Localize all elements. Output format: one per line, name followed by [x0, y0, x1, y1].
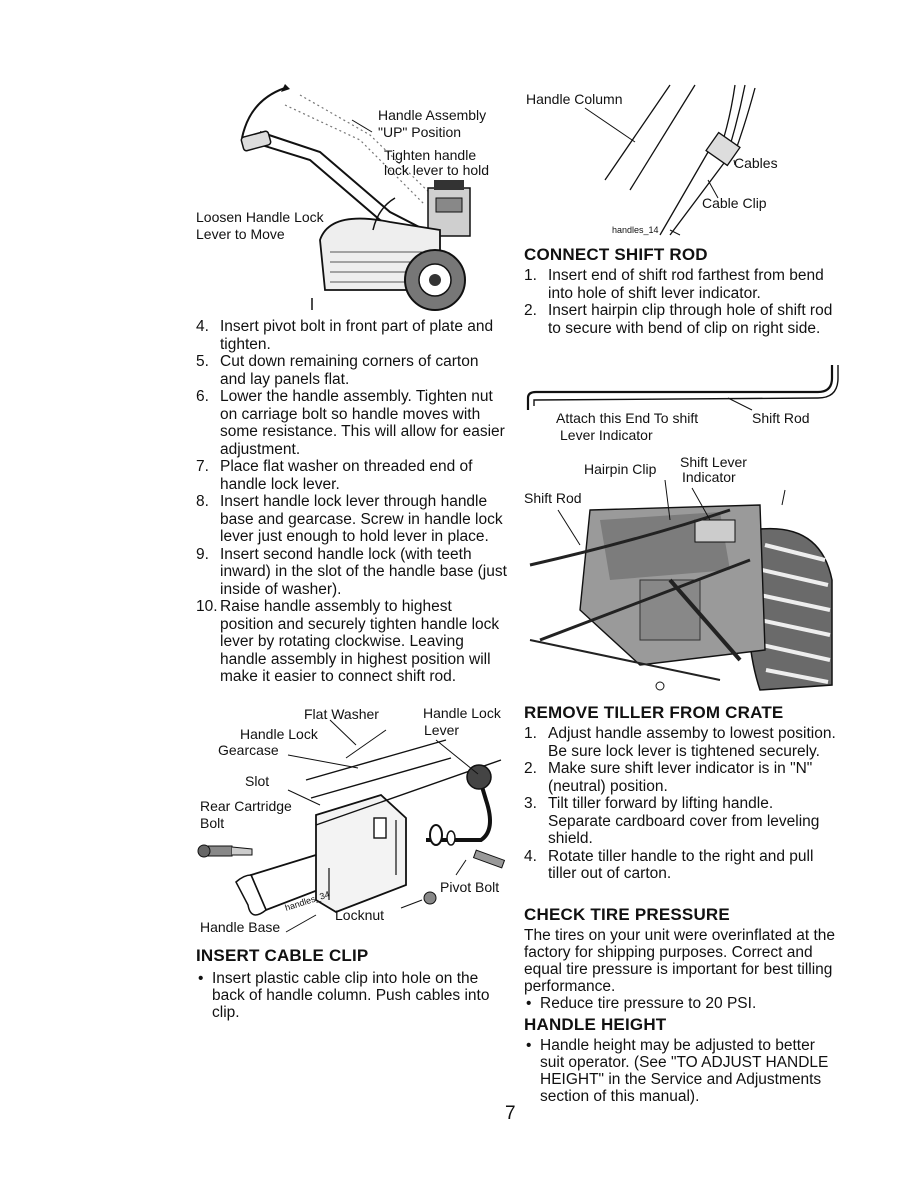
list-item: Reduce tire pressure to 20 PSI.: [524, 995, 836, 1012]
label-loosen-2: Lever to Move: [196, 226, 285, 242]
label-shift-rod-top: Shift Rod: [752, 410, 810, 426]
step-number: 10.: [196, 598, 218, 615]
label-hairpin-clip: Hairpin Clip: [584, 461, 657, 477]
step-text: Insert second handle lock (with teeth in…: [220, 545, 507, 598]
list-item: 7. Place flat washer on threaded end of h…: [196, 458, 508, 493]
list-item: 5. Cut down remaining corners of carton a…: [196, 353, 508, 388]
step-number: 6.: [196, 388, 209, 405]
step-number: 1.: [524, 725, 537, 742]
steps-list: 1. Insert end of shift rod farthest from …: [524, 267, 836, 337]
insert-cable-clip-section: INSERT CABLE CLIP Insert plastic cable c…: [196, 946, 508, 1021]
list-item: Insert plastic cable clip into hole on t…: [196, 970, 508, 1021]
label-cable-clip: Cable Clip: [702, 195, 767, 211]
label-rear-cartridge: Rear Cartridge: [200, 798, 292, 814]
step-text: Adjust handle assemby to lowest position…: [548, 725, 836, 760]
list-item: 9. Insert second handle lock (with teeth …: [196, 546, 508, 599]
shift-lever-photo: [529, 479, 833, 691]
tiller-handle-illustration: [240, 84, 471, 311]
step-text: Rotate tiller handle to the right and pu…: [548, 847, 814, 883]
label-bolt: Bolt: [200, 815, 225, 831]
list-item: 10.Raise handle assembly to highest posi…: [196, 598, 508, 686]
bullet-list: Reduce tire pressure to 20 PSI.: [524, 995, 836, 1012]
figure-id-handles-14: handles_14: [612, 225, 659, 235]
shift-rod-figure: Attach this End To shift Lever Indicator…: [520, 360, 842, 445]
check-tire-pressure-section: CHECK TIRE PRESSURE The tires on your un…: [524, 905, 836, 1012]
step-number: 4.: [196, 318, 209, 335]
list-item: 3. Tilt tiller forward by lifting handle.…: [524, 795, 836, 848]
section-heading: CHECK TIRE PRESSURE: [524, 905, 730, 924]
label-handle-lock: Handle Lock: [240, 726, 318, 742]
bullet-list: Handle height may be adjusted to better …: [524, 1037, 836, 1105]
label-flat-washer: Flat Washer: [304, 706, 379, 722]
step-text: Insert handle lock lever through handle …: [220, 493, 503, 545]
page-number: 7: [505, 1103, 516, 1124]
handle-column-illustration: [584, 84, 756, 236]
step-number: 2.: [524, 302, 537, 319]
label-slot: Slot: [245, 773, 270, 789]
step-text: Make sure shift lever indicator is in "N…: [548, 760, 813, 795]
handle-parts-illustration: [197, 719, 506, 933]
label-loosen-1: Loosen Handle Lock: [196, 209, 324, 225]
label-handle-lock-lever-2: Lever: [424, 722, 460, 738]
label-shift-lever-2: Indicator: [682, 469, 736, 485]
label-gearcase: Gearcase: [218, 742, 279, 758]
section-heading: REMOVE TILLER FROM CRATE: [524, 703, 784, 722]
list-item: 2. Make sure shift lever indicator is in …: [524, 760, 836, 795]
label-handle-lock-lever-1: Handle Lock: [423, 705, 501, 721]
remove-tiller-section: REMOVE TILLER FROM CRATE 1. Adjust handle…: [524, 703, 836, 883]
step-number: 4.: [524, 847, 537, 865]
list-item: 4. Rotate tiller handle to the right and …: [524, 848, 836, 883]
step-text: Insert hairpin clip through hole of shif…: [548, 302, 833, 337]
step-number: 5.: [196, 353, 209, 370]
handle-column-figure: Handle Column Cables Cable Clip handles_…: [520, 80, 810, 240]
section-heading: HANDLE HEIGHT: [524, 1015, 667, 1034]
list-item: 1. Insert end of shift rod farthest from …: [524, 267, 836, 302]
handle-height-section: HANDLE HEIGHT Handle height may be adjus…: [524, 1015, 836, 1105]
label-handle-base: Handle Base: [200, 919, 281, 935]
steps-list: 1. Adjust handle assemby to lowest positi…: [524, 725, 836, 883]
step-number: 7.: [196, 458, 209, 475]
step-number: 9.: [196, 545, 209, 563]
list-item: 4. Insert pivot bolt in front part of pla…: [196, 318, 508, 353]
list-item: 2. Insert hairpin clip through hole of sh…: [524, 302, 836, 337]
bullet-list: Insert plastic cable clip into hole on t…: [196, 970, 508, 1021]
section-heading: CONNECT SHIFT ROD: [524, 245, 708, 264]
label-up-position: "UP" Position: [378, 124, 462, 140]
step-text: Insert pivot bolt in front part of plate…: [220, 318, 494, 353]
label-handle-column: Handle Column: [526, 91, 623, 107]
section-heading: INSERT CABLE CLIP: [196, 946, 369, 965]
label-shift-rod: Shift Rod: [524, 490, 582, 506]
shift-lever-figure: Hairpin Clip Shift Lever Indicator Shift…: [520, 450, 836, 698]
assembly-steps-list: 4. Insert pivot bolt in front part of pla…: [196, 318, 508, 686]
label-tighten-1: Tighten handle: [384, 147, 477, 163]
handle-assembly-figure: Handle Assembly "UP" Position Tighten ha…: [190, 80, 510, 315]
list-item: 1. Adjust handle assemby to lowest positi…: [524, 725, 836, 760]
step-text: Place flat washer on threaded end of han…: [220, 458, 473, 493]
label-pivot-bolt: Pivot Bolt: [440, 879, 500, 895]
step-text: Cut down remaining corners of carton and…: [220, 353, 479, 388]
step-number: 8.: [196, 493, 209, 510]
list-item: 8. Insert handle lock lever through handl…: [196, 493, 508, 546]
label-locknut: Locknut: [335, 907, 385, 923]
label-tighten-2: lock lever to hold: [384, 162, 490, 178]
list-item: Handle height may be adjusted to better …: [524, 1037, 836, 1105]
label-handle-assembly: Handle Assembly: [378, 107, 487, 123]
label-shift-lever-1: Shift Lever: [680, 454, 747, 470]
shift-rod-illustration: [526, 365, 839, 411]
list-item: 6. Lower the handle assembly. Tighten nut…: [196, 388, 508, 458]
step-text: Tilt tiller forward by lifting handle. S…: [548, 795, 820, 847]
section-body: The tires on your unit were overinflated…: [524, 927, 836, 995]
connect-shift-rod-section: CONNECT SHIFT ROD 1. Insert end of shift …: [524, 245, 836, 337]
handle-parts-figure: Flat Washer Handle Lock Lever Handle Loc…: [196, 700, 512, 940]
step-text: Raise handle assembly to highest positio…: [220, 598, 500, 685]
label-attach-end-1: Attach this End To shift: [556, 410, 699, 426]
step-number: 1.: [524, 267, 537, 284]
step-text: Insert end of shift rod farthest from be…: [548, 267, 824, 302]
label-attach-end-2: Lever Indicator: [560, 427, 653, 443]
step-number: 2.: [524, 760, 537, 777]
label-cables: Cables: [734, 155, 778, 171]
step-text: Lower the handle assembly. Tighten nut o…: [220, 388, 505, 458]
step-number: 3.: [524, 795, 537, 812]
